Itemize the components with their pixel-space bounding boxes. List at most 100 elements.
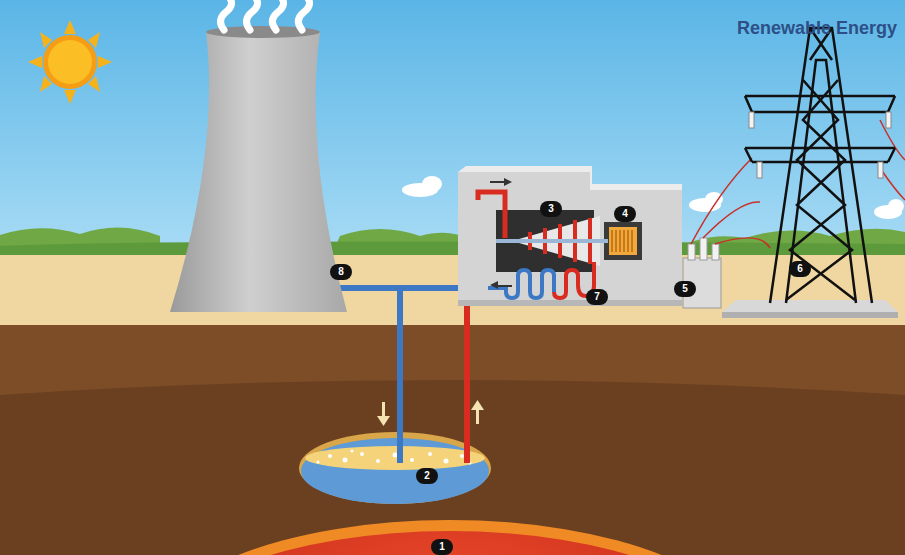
direction-arrows-part xyxy=(490,281,498,289)
generator-part-part xyxy=(627,230,629,252)
callout-number: 7 xyxy=(586,289,608,305)
clouds-part xyxy=(888,199,904,213)
underground-part xyxy=(0,325,905,395)
flow-arrows-part xyxy=(471,400,484,410)
flow-arrows-part xyxy=(476,408,479,424)
direction-arrows-part xyxy=(490,181,504,183)
pylon-part xyxy=(790,80,855,300)
sun-part-part xyxy=(64,90,76,104)
reservoir-part xyxy=(301,438,489,504)
pylon-part xyxy=(786,80,852,300)
callout-number: 6 xyxy=(789,261,811,277)
generator-part-part xyxy=(619,230,621,252)
steam-part xyxy=(272,0,283,30)
direction-arrows-part xyxy=(498,285,512,287)
magma xyxy=(150,520,750,555)
steam-part xyxy=(220,0,231,30)
turbine xyxy=(496,216,608,266)
reservoir-part-part xyxy=(410,458,414,462)
power-lines-part xyxy=(880,168,905,200)
reservoir-part-part xyxy=(428,452,432,456)
magma-part xyxy=(150,520,750,555)
generator xyxy=(609,227,637,255)
direction-arrows-part xyxy=(504,178,512,186)
reservoir-part-part xyxy=(460,454,464,458)
power-lines-part xyxy=(703,202,760,238)
reservoir-part-part xyxy=(360,452,364,456)
transformer-part xyxy=(688,244,695,260)
ground-surface-part xyxy=(0,255,905,327)
pylon-part xyxy=(745,147,895,150)
transformer xyxy=(683,238,721,308)
reservoir-part-part xyxy=(317,461,320,464)
reservoir-part-part xyxy=(444,459,449,464)
pylon-part xyxy=(752,161,888,164)
magma-part xyxy=(158,531,742,555)
power-lines xyxy=(691,120,905,248)
callout-number: 4 xyxy=(614,206,636,222)
generator-part xyxy=(612,230,632,252)
transformer-part xyxy=(712,244,719,260)
insulators-part xyxy=(749,112,754,128)
callout-number: 3 xyxy=(540,201,562,217)
sky xyxy=(0,0,905,258)
pylon xyxy=(745,28,895,303)
transformer-part xyxy=(700,238,707,260)
title: Renewable Energy xyxy=(737,18,897,39)
generator-part xyxy=(609,227,637,255)
cold-water-pipe-part xyxy=(397,288,403,463)
insulators xyxy=(749,112,891,178)
power-lines-part xyxy=(691,158,752,244)
reservoir-part-part xyxy=(351,450,354,453)
power-house xyxy=(458,166,682,306)
generator-part-part xyxy=(611,230,613,252)
power-lines-part xyxy=(715,238,770,248)
power-house-part xyxy=(604,222,642,260)
reservoir-part-part xyxy=(393,453,398,458)
pylon-part xyxy=(770,28,872,303)
steam-part xyxy=(246,0,257,30)
clouds-part xyxy=(422,176,442,192)
sun-part-part xyxy=(98,56,112,68)
turbine-part xyxy=(496,239,608,243)
condenser xyxy=(488,262,594,298)
reservoir-part xyxy=(299,432,491,504)
sun-part-part xyxy=(64,20,76,34)
steam xyxy=(220,0,309,30)
pylon-base-part xyxy=(722,312,898,318)
house-steam-pipe-part xyxy=(478,192,505,238)
ground-surface xyxy=(0,255,905,327)
generator-part-part xyxy=(631,230,633,252)
condenser-part xyxy=(488,270,554,298)
callout-number: 1 xyxy=(431,539,453,555)
power-house-part xyxy=(458,166,682,190)
house-steam-pipe xyxy=(478,192,505,238)
flow-arrows-part xyxy=(382,402,385,418)
callout-number: 2 xyxy=(416,468,438,484)
generator-part-part xyxy=(615,230,617,252)
clouds-part xyxy=(705,192,723,206)
reservoir-part xyxy=(305,446,485,470)
generator-part-part xyxy=(623,230,625,252)
cooling-tower xyxy=(170,26,347,312)
insulators-part xyxy=(878,162,883,178)
callout-number: 8 xyxy=(330,264,352,280)
sun-part-part xyxy=(28,56,42,68)
reservoir-part-part xyxy=(328,454,332,458)
pylon-part xyxy=(752,111,888,114)
power-house-part xyxy=(458,172,682,306)
direction-arrows xyxy=(490,178,512,289)
hills xyxy=(0,227,905,258)
reservoir-part-part xyxy=(376,459,380,463)
sun-part xyxy=(48,40,92,84)
reservoir-part xyxy=(317,450,472,465)
pylon-part xyxy=(745,96,895,162)
power-house-part xyxy=(458,300,682,306)
insulators-part xyxy=(757,162,762,178)
sky-part xyxy=(0,0,905,258)
sun xyxy=(28,20,112,104)
sun-part xyxy=(28,20,112,104)
cooling-tower-part xyxy=(170,32,347,312)
